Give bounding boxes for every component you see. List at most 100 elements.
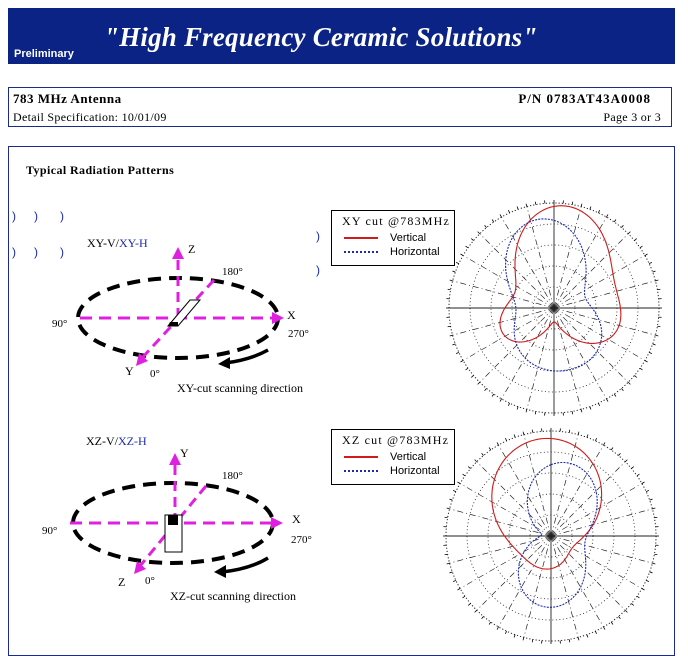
polar-tick	[475, 460, 477, 462]
polar-tick	[657, 289, 660, 290]
polar-grid-spoke	[499, 536, 552, 627]
polar-grid-spoke	[502, 308, 555, 399]
polar-tick	[526, 409, 527, 412]
polar-tick	[453, 580, 456, 581]
polar-tick	[621, 225, 623, 227]
polar-grid-spoke	[554, 308, 581, 409]
polar-grid-spoke	[551, 509, 652, 536]
polar-tick	[646, 580, 649, 581]
polar-tick	[646, 490, 649, 491]
polar-tick	[500, 214, 502, 217]
xz-legend-vertical: Vertical	[344, 451, 426, 463]
polar-tick	[489, 622, 491, 624]
xz-deg-180: 180°	[222, 470, 243, 482]
polar-tick	[637, 596, 639, 598]
polar-tick	[475, 610, 477, 612]
polar-tick	[497, 627, 499, 630]
polar-tick	[657, 326, 660, 327]
polar-tick	[642, 589, 645, 591]
polar-tick	[505, 631, 506, 634]
polar-tick	[535, 411, 536, 414]
polar-tick	[628, 382, 630, 384]
polar-tick	[604, 442, 606, 445]
polar-tick	[598, 210, 599, 213]
polar-tick	[572, 202, 573, 205]
polar-grid-spoke	[463, 308, 554, 361]
polar-grid-spoke	[551, 536, 625, 610]
polar-tick	[450, 280, 453, 281]
polar-tick	[604, 627, 606, 630]
polar-tick	[640, 246, 642, 248]
polar-tick	[450, 335, 453, 336]
polar-grid-spoke	[453, 281, 554, 308]
polar-tick	[650, 572, 653, 573]
polar-tick	[445, 554, 448, 555]
polar-tick	[607, 214, 609, 217]
polar-tick	[453, 490, 456, 491]
polar-tick	[625, 610, 627, 612]
polar-tick	[445, 517, 448, 518]
polar-tick	[645, 361, 648, 363]
polar-tick	[625, 460, 627, 462]
polar-tick	[607, 399, 609, 402]
polar-tick	[650, 499, 653, 500]
polar-tick	[508, 403, 509, 406]
xz-cut-label: XZ-V/XZ-H	[86, 434, 147, 449]
polar-tick	[471, 239, 473, 241]
xz-antenna-chip-face	[168, 515, 178, 525]
polar-tick	[614, 220, 616, 222]
polar-tick	[653, 271, 656, 272]
polar-tick	[463, 596, 465, 598]
polar-tick	[532, 639, 533, 642]
xz-deg-0: 0°	[145, 575, 155, 587]
polar-grid-spoke	[460, 536, 551, 589]
polar-grid-spoke	[551, 536, 578, 637]
polar-tick	[457, 482, 460, 484]
polar-tick	[514, 635, 515, 638]
polar-tick	[447, 563, 450, 564]
xz-axis-y-label: Y	[180, 446, 189, 461]
polar-grid-spoke	[551, 536, 642, 589]
polar-tick	[485, 225, 487, 227]
polar-tick	[450, 572, 453, 573]
polar-tick	[618, 616, 620, 618]
polar-tick	[642, 482, 645, 484]
polar-tick	[649, 262, 652, 263]
polar-grid-spoke	[450, 509, 551, 536]
polar-grid-spoke	[551, 435, 578, 536]
polar-tick	[587, 635, 588, 638]
polar-tick	[453, 271, 456, 272]
polar-tick	[517, 207, 518, 210]
polar-tick	[457, 589, 460, 591]
polar-tick	[572, 411, 573, 414]
polar-tick	[614, 394, 616, 396]
polar-tick	[471, 375, 473, 377]
polar-tick	[482, 453, 484, 455]
polar-tick	[649, 352, 652, 353]
polar-grid-spoke	[527, 308, 554, 409]
xz-x-arrow	[271, 517, 283, 529]
polar-tick	[569, 639, 570, 642]
polar-tick	[652, 508, 655, 509]
vertical-swatch	[344, 456, 378, 458]
polar-grid-spoke	[554, 308, 607, 399]
polar-tick	[447, 508, 450, 509]
polar-grid-spoke	[554, 308, 628, 382]
xz-axis-z-label: Z	[118, 575, 125, 590]
xz-legend-title: XZ cut @783MHz	[342, 433, 449, 448]
polar-tick	[618, 453, 620, 455]
polar-tick	[468, 467, 470, 469]
polar-tick	[456, 352, 459, 353]
polar-tick	[621, 388, 623, 390]
polar-tick	[581, 409, 582, 412]
polar-tick	[611, 622, 613, 624]
polar-tick	[478, 232, 480, 234]
polar-tick	[655, 335, 658, 336]
polar-tick	[453, 344, 456, 345]
polar-tick	[505, 438, 506, 441]
polar-grid-spoke	[450, 536, 551, 563]
polar-tick	[595, 438, 596, 441]
polar-tick	[448, 289, 451, 290]
polar-tick	[634, 375, 636, 377]
polar-tick	[640, 368, 642, 370]
